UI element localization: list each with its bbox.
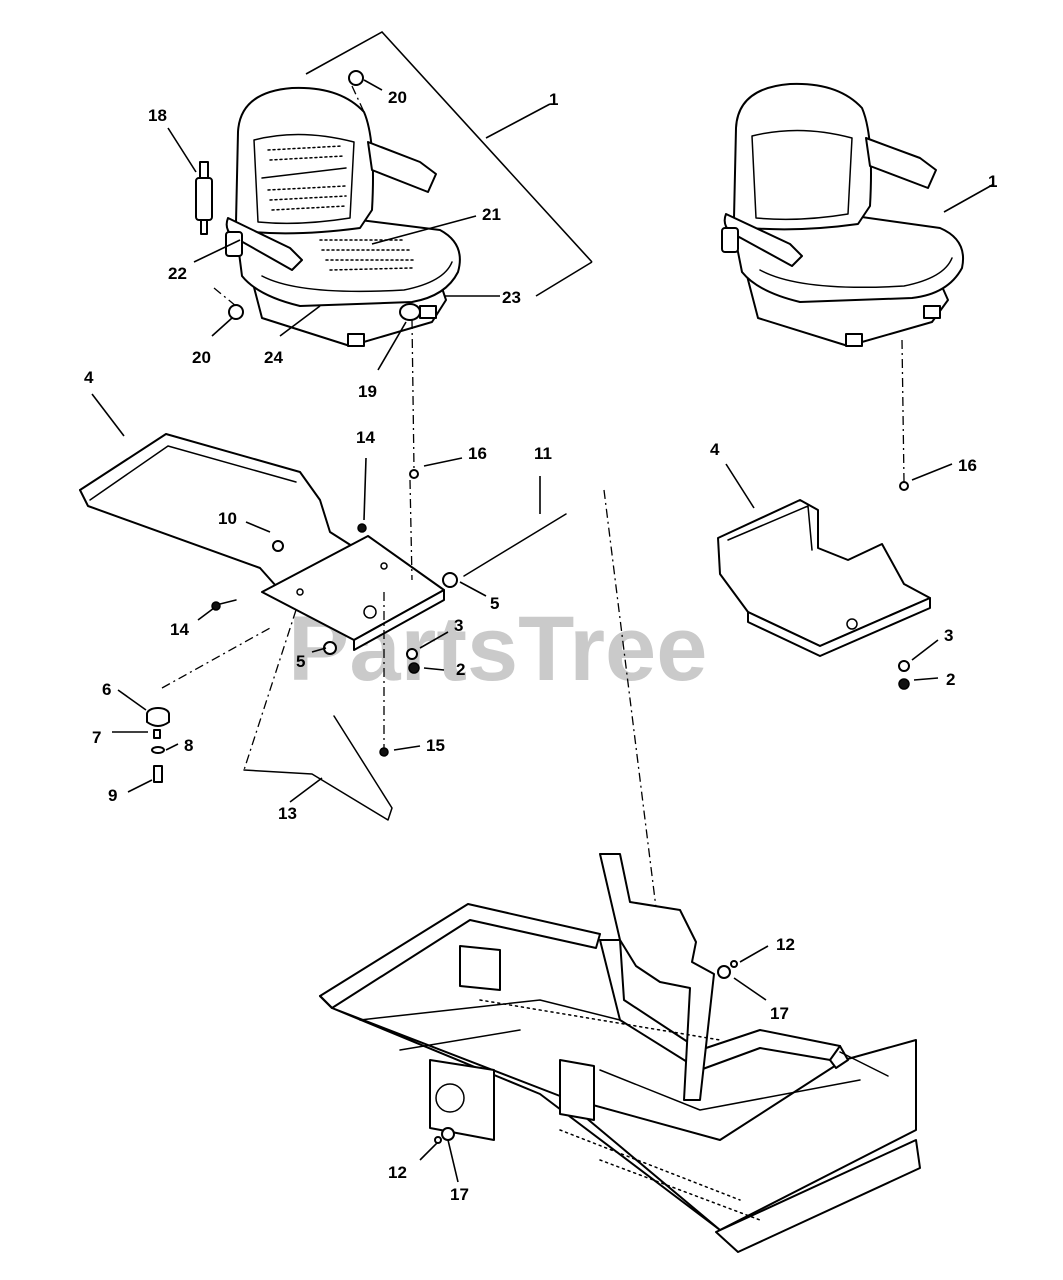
seat-pan-right bbox=[717, 499, 931, 657]
callout-24: 24 bbox=[264, 348, 283, 367]
callout-4: 4 bbox=[84, 368, 94, 387]
leader-lines bbox=[91, 79, 995, 1183]
callout-7: 7 bbox=[92, 728, 101, 747]
hardware-dashes bbox=[161, 319, 905, 973]
callout-17: 17 bbox=[770, 1004, 789, 1023]
callout-9: 9 bbox=[108, 786, 117, 805]
callout-13: 13 bbox=[278, 804, 297, 823]
callout-2: 2 bbox=[946, 670, 955, 689]
seat-assembly-left bbox=[195, 70, 461, 347]
callout-21: 21 bbox=[482, 205, 501, 224]
callout-18: 18 bbox=[148, 106, 167, 125]
washer-17-upper bbox=[717, 965, 731, 979]
callout-2: 2 bbox=[456, 660, 465, 679]
assembly-bracket-1 bbox=[305, 30, 593, 263]
callout-23: 23 bbox=[502, 288, 521, 307]
clip-12-upper bbox=[730, 960, 738, 968]
callout-3: 3 bbox=[944, 626, 953, 645]
callout-5: 5 bbox=[490, 594, 499, 613]
callout-3: 3 bbox=[454, 616, 463, 635]
callout-20: 20 bbox=[388, 88, 407, 107]
callout-4: 4 bbox=[710, 440, 720, 459]
callout-labels: 20 1 18 21 22 23 20 24 19 4 14 16 11 10 … bbox=[84, 88, 997, 1204]
chassis-frame bbox=[319, 853, 921, 1253]
callout-1: 1 bbox=[549, 90, 558, 109]
callout-10: 10 bbox=[218, 509, 237, 528]
callout-16: 16 bbox=[958, 456, 977, 475]
seat-pan-left bbox=[79, 433, 445, 651]
callout-14: 14 bbox=[170, 620, 189, 639]
callout-1: 1 bbox=[988, 172, 997, 191]
callout-20: 20 bbox=[192, 348, 211, 367]
callout-16: 16 bbox=[468, 444, 487, 463]
callout-8: 8 bbox=[184, 736, 193, 755]
clip-12-lower bbox=[434, 1136, 442, 1144]
callout-15: 15 bbox=[426, 736, 445, 755]
callout-17: 17 bbox=[450, 1185, 469, 1204]
callout-5: 5 bbox=[296, 652, 305, 671]
callout-6: 6 bbox=[102, 680, 111, 699]
small-parts bbox=[146, 469, 910, 821]
callout-14: 14 bbox=[356, 428, 375, 447]
callout-19: 19 bbox=[358, 382, 377, 401]
washer-17-lower bbox=[441, 1127, 455, 1141]
seat-right bbox=[721, 82, 964, 347]
callout-12: 12 bbox=[776, 935, 795, 954]
callout-12: 12 bbox=[388, 1163, 407, 1182]
callout-22: 22 bbox=[168, 264, 187, 283]
callout-11: 11 bbox=[534, 444, 552, 463]
